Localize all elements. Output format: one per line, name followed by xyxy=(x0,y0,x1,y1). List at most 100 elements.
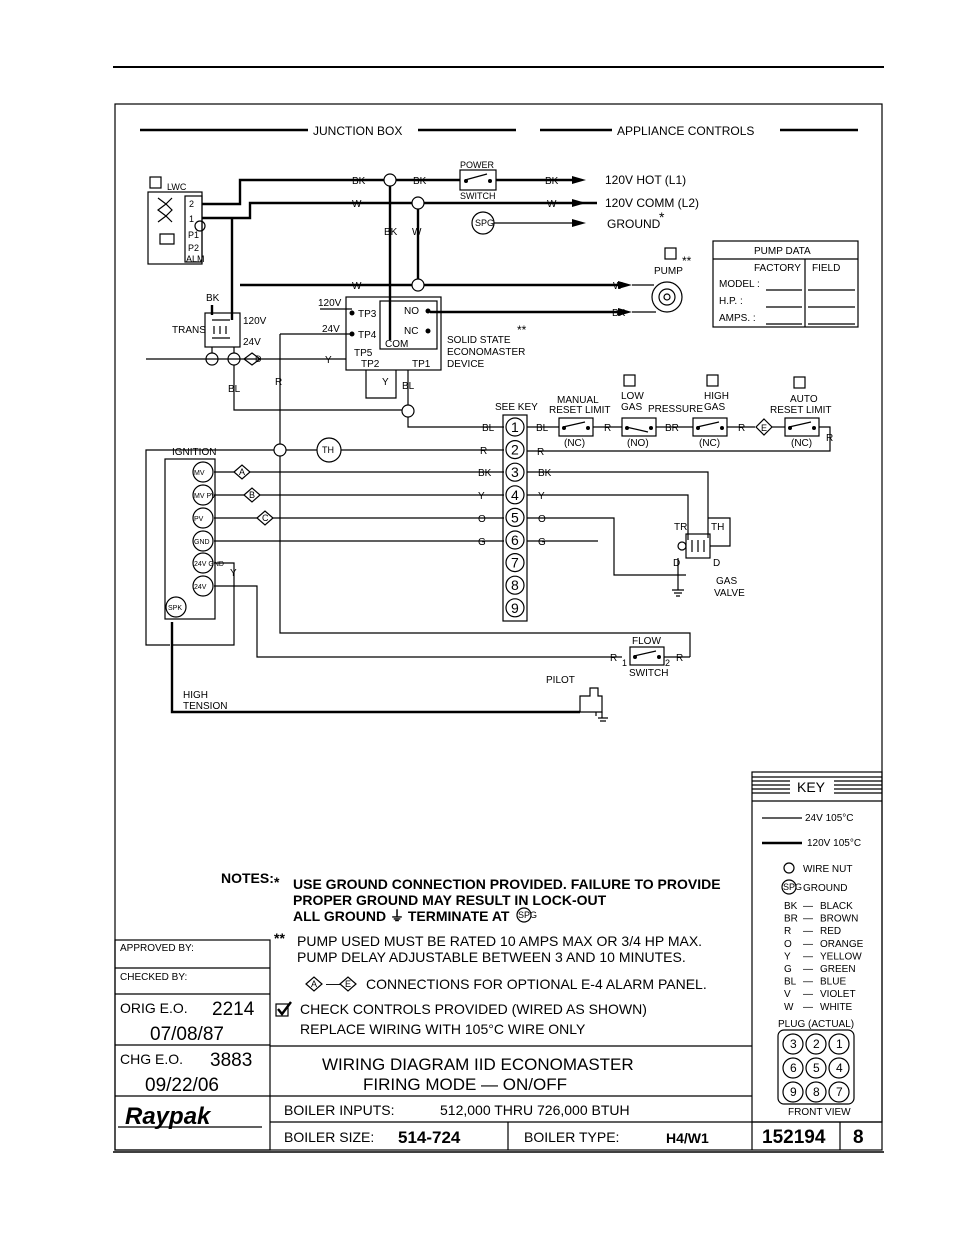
svg-text:24V: 24V xyxy=(322,324,340,335)
terminal-5 xyxy=(505,507,525,528)
svg-text:P2: P2 xyxy=(188,243,199,253)
svg-text:B: B xyxy=(249,490,255,500)
svg-text:SPG: SPG xyxy=(783,882,802,892)
svg-text:ECONOMASTER: ECONOMASTER xyxy=(447,347,525,358)
svg-text:—: — xyxy=(326,975,340,991)
svg-text:HIGH: HIGH xyxy=(183,690,208,701)
svg-text:O: O xyxy=(478,514,486,525)
svg-text:PRESSURE: PRESSURE xyxy=(648,404,703,415)
sheet-number: 8 xyxy=(853,1127,864,1148)
terminal-number: 9 xyxy=(511,600,519,616)
svg-text:VALVE: VALVE xyxy=(714,588,745,599)
svg-text:A: A xyxy=(311,979,317,989)
svg-text:Y: Y xyxy=(538,491,545,502)
svg-text:TP1: TP1 xyxy=(412,359,431,370)
thermostat xyxy=(316,437,342,463)
terminal-number: 6 xyxy=(511,532,519,548)
transformer xyxy=(204,312,241,348)
svg-text:CHECKED BY:: CHECKED BY: xyxy=(120,972,187,983)
color-code: R xyxy=(784,926,791,937)
wire-nut xyxy=(411,196,425,210)
svg-text:BL: BL xyxy=(228,384,241,395)
color-code: W xyxy=(784,1002,794,1013)
svg-text:D: D xyxy=(713,558,720,569)
terminal-1 xyxy=(505,417,525,437)
svg-text:TP2: TP2 xyxy=(361,359,380,370)
svg-text:R: R xyxy=(676,653,683,664)
svg-text:PROPER GROUND MAY RESULT IN LO: PROPER GROUND MAY RESULT IN LOCK-OUT xyxy=(293,892,607,908)
svg-text:SOLID STATE: SOLID STATE xyxy=(447,335,511,346)
svg-text:PUMP USED MUST BE RATED 10 AMP: PUMP USED MUST BE RATED 10 AMPS MAX OR 3… xyxy=(297,933,702,949)
color-name: ORANGE xyxy=(820,939,864,950)
svg-text:TP4: TP4 xyxy=(358,330,377,341)
svg-text:LOW: LOW xyxy=(621,391,644,402)
svg-text:FACTORY: FACTORY xyxy=(754,263,801,274)
svg-text:Y: Y xyxy=(478,491,485,502)
ignition-terminal xyxy=(192,575,214,597)
svg-text:E: E xyxy=(761,423,767,433)
svg-text:BK: BK xyxy=(352,176,366,187)
svg-text:BL: BL xyxy=(482,423,495,434)
flow-switch xyxy=(629,646,665,666)
plug-pin xyxy=(805,1081,827,1103)
svg-text:24V 105°C: 24V 105°C xyxy=(805,813,853,824)
appliance-controls-heading: APPLIANCE CONTROLS xyxy=(617,124,754,138)
terminal-8 xyxy=(505,575,525,595)
svg-text:USE GROUND CONNECTION PROVIDED: USE GROUND CONNECTION PROVIDED. FAILURE … xyxy=(293,876,721,892)
color-code: O xyxy=(784,939,792,950)
color-code: BK xyxy=(784,901,798,912)
svg-text:E: E xyxy=(345,979,351,989)
terminal-9 xyxy=(505,598,525,618)
svg-text:NO: NO xyxy=(404,306,419,317)
terminal-number: 7 xyxy=(511,555,519,571)
svg-text:(NO): (NO) xyxy=(627,438,649,449)
svg-text:R: R xyxy=(480,446,487,457)
svg-text:G: G xyxy=(538,537,546,548)
ignition-terminal xyxy=(192,461,214,483)
svg-text:Y: Y xyxy=(230,568,237,579)
svg-text:GROUND: GROUND xyxy=(803,883,847,894)
lwc-terminals xyxy=(184,195,203,263)
svg-text:512,000 THRU 726,000 BTUH: 512,000 THRU 726,000 BTUH xyxy=(440,1102,630,1118)
low-gas-checkbox xyxy=(623,374,636,387)
pilot-label: PILOT xyxy=(546,675,575,686)
svg-text:O: O xyxy=(538,514,546,525)
svg-text:TH: TH xyxy=(322,445,334,455)
orig-eo-number: 2214 xyxy=(212,999,255,1020)
svg-text:CHG E.O.: CHG E.O. xyxy=(120,1051,183,1067)
svg-text:BK: BK xyxy=(206,293,220,304)
ignition-terminal xyxy=(192,507,214,529)
color-dash: — xyxy=(803,989,813,1000)
svg-text:24V: 24V xyxy=(243,337,261,348)
svg-text:1: 1 xyxy=(622,658,627,668)
plug-pin xyxy=(782,1081,804,1103)
ignition-terminal-label: 24V xyxy=(194,584,207,591)
color-name: GREEN xyxy=(820,964,856,975)
svg-text:FRONT VIEW: FRONT VIEW xyxy=(788,1107,851,1118)
svg-text:BK: BK xyxy=(545,176,559,187)
pump-motor xyxy=(651,281,683,313)
svg-text:SWITCH: SWITCH xyxy=(629,668,668,679)
svg-text:BOILER TYPE:: BOILER TYPE: xyxy=(524,1129,619,1145)
color-name: BLUE xyxy=(820,977,846,988)
svg-text:R: R xyxy=(826,433,833,444)
svg-text:TR: TR xyxy=(674,522,687,533)
svg-text:R: R xyxy=(275,377,282,388)
spark-terminal-label: SPK xyxy=(168,605,182,612)
diagram-subtitle: FIRING MODE — ON/OFF xyxy=(363,1075,567,1094)
lwc-checkbox xyxy=(149,176,162,189)
svg-text:DEVICE: DEVICE xyxy=(447,359,485,370)
plug-pin-number: 7 xyxy=(836,1085,843,1099)
svg-text:MANUAL: MANUAL xyxy=(557,395,599,406)
svg-text:PLUG (ACTUAL): PLUG (ACTUAL) xyxy=(778,1019,854,1030)
terminal-number: 3 xyxy=(511,464,519,480)
svg-text:1: 1 xyxy=(189,214,194,224)
pump-data-table xyxy=(712,240,859,328)
svg-text:BK: BK xyxy=(413,176,427,187)
color-dash: — xyxy=(803,939,813,950)
svg-text:GAS: GAS xyxy=(621,402,642,413)
raypak-logo: Raypak xyxy=(125,1103,212,1130)
svg-text:H.P. :: H.P. : xyxy=(719,296,743,307)
svg-text:*: * xyxy=(274,874,280,890)
